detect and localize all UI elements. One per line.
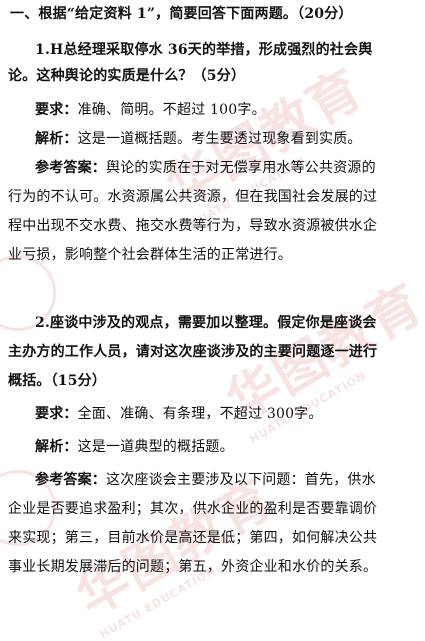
requirement-text: 全面、准确、有条理，不超过 300字。 <box>77 406 323 422</box>
analysis-text: 这是一道典型的概括题。 <box>77 439 234 455</box>
answer-label: 参考答案： <box>35 160 106 176</box>
answer-text-line: 事业长期发展滞后的问题；第五，外资企业和水价的关系。 <box>8 559 378 575</box>
q2-title-line: 概括。（15分） <box>8 373 107 389</box>
requirement-label: 要求： <box>35 406 78 422</box>
document-page: 华图教育 HUATU EDUCATION 华图教育 HUATU EDUCATIO… <box>0 6 425 641</box>
q2-title-line: 2.座谈中涉及的观点，需要加以整理。假定你是座谈会 <box>35 315 377 331</box>
answer-text: 这次座谈会主要涉及以下问题：首先，供水 <box>106 472 376 488</box>
requirement-label: 要求： <box>35 102 78 118</box>
q1-title-line: 1.H总经理采取停水 36天的举措，形成强烈的社会舆 <box>35 42 373 58</box>
answer-text-line: 程中出现不交水费、拖交水费等行为，导致水资源被供水企 <box>8 218 378 234</box>
q2-answer: 参考答案：这次座谈会主要涉及以下问题：首先，供水 <box>35 470 425 490</box>
q1-requirement: 要求：准确、简明。不超过 100字。 <box>35 100 425 120</box>
q2-title-line: 主办方的工作人员，请对这次座谈涉及的主要问题逐一进行 <box>8 344 378 360</box>
answer-text-line: 行为的不认可。水资源属公共资源，但在我国社会发展的过 <box>8 189 378 205</box>
answer-label: 参考答案： <box>35 472 106 488</box>
q2-analysis: 解析：这是一道典型的概括题。 <box>35 437 425 457</box>
answer-text-line: 来实现；第三，目前水价是高还是低；第四，如何解决公共 <box>8 530 378 546</box>
analysis-label: 解析： <box>35 439 78 455</box>
q2-requirement: 要求：全面、准确、有条理，不超过 300字。 <box>35 404 425 424</box>
analysis-text: 这是一道概括题。考生要透过现象看到实质。 <box>77 131 362 147</box>
answer-text-line: 企业是否要追求盈利；其次，供水企业的盈利是否要靠调价 <box>8 501 378 517</box>
analysis-label: 解析： <box>35 131 78 147</box>
answer-text-line: 业亏损，影响整个社会群体生活的正常进行。 <box>8 247 292 263</box>
requirement-text: 准确、简明。不超过 100字。 <box>77 102 266 118</box>
answer-text: 舆论的实质在于对无偿享用水等公共资源的 <box>106 160 376 176</box>
q1-title-line: 论。这种舆论的实质是什么？（5分） <box>8 68 246 84</box>
q1-answer: 参考答案：舆论的实质在于对无偿享用水等公共资源的 <box>35 158 425 178</box>
q1-analysis: 解析：这是一道概括题。考生要透过现象看到实质。 <box>35 129 425 149</box>
section-heading: 一、根据“给定资料 1”，简要回答下面两题。（20分） <box>10 6 353 22</box>
